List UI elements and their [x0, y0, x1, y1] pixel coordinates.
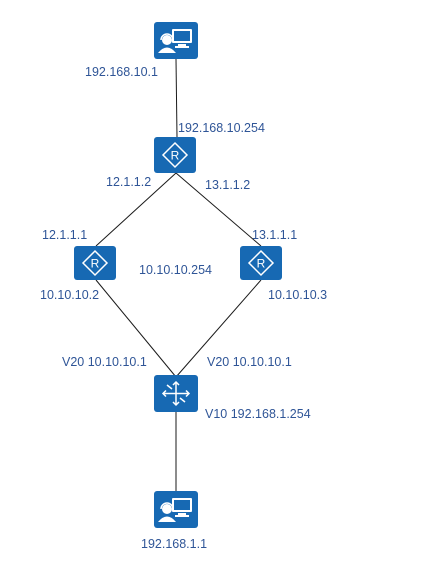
label-router-top-right: 13.1.1.2	[205, 178, 250, 192]
switch-node[interactable]	[154, 375, 198, 412]
pc-user-icon	[158, 498, 192, 522]
router-left-node[interactable]: R	[74, 246, 116, 280]
label-switch-left: V20 10.10.10.1	[62, 355, 147, 369]
link-pc-top-router-top	[175, 58, 178, 138]
l3-switch-icon	[161, 380, 191, 407]
label-switch-right: V20 10.10.10.1	[207, 355, 292, 369]
links	[95, 58, 262, 491]
label-switch-down: V10 192.168.1.254	[205, 407, 311, 421]
label-router-top-lan: 192.168.10.254	[178, 121, 265, 135]
pc-user-icon	[158, 29, 192, 53]
router-top-node[interactable]: R	[154, 137, 196, 173]
router-icon: R	[161, 141, 189, 169]
router-right-node[interactable]: R	[240, 246, 282, 280]
router-icon: R	[247, 249, 275, 277]
label-pc-top-ip: 192.168.10.1	[85, 65, 158, 79]
link-router-left-switch	[95, 279, 177, 378]
link-router-top-router-left	[95, 172, 177, 247]
pc-top-node[interactable]	[154, 22, 198, 59]
label-virtual-ip: 10.10.10.254	[139, 263, 212, 277]
label-router-right-down: 10.10.10.3	[268, 288, 327, 302]
link-router-right-switch	[175, 279, 262, 378]
pc-bottom-node[interactable]	[154, 491, 198, 528]
label-router-left-down: 10.10.10.2	[40, 288, 99, 302]
link-router-top-router-right	[175, 172, 262, 247]
svg-text:R: R	[91, 257, 100, 271]
label-router-left-up: 12.1.1.1	[42, 228, 87, 242]
router-icon: R	[81, 249, 109, 277]
svg-text:R: R	[257, 257, 266, 271]
svg-text:R: R	[171, 149, 180, 163]
label-router-right-up: 13.1.1.1	[252, 228, 297, 242]
label-pc-bottom-ip: 192.168.1.1	[141, 537, 207, 551]
label-router-top-left: 12.1.1.2	[106, 175, 151, 189]
